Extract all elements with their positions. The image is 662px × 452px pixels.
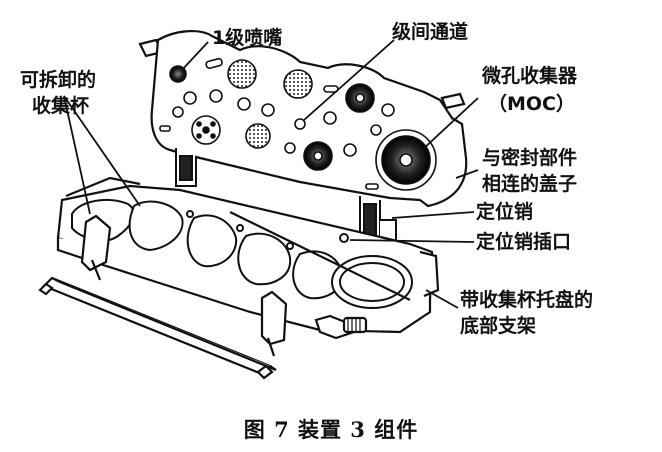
label-locating-pin: 定位销 bbox=[476, 201, 534, 223]
hole bbox=[370, 124, 382, 136]
screw-knob bbox=[342, 316, 368, 334]
hole bbox=[209, 89, 223, 103]
collection-cup bbox=[292, 250, 344, 300]
base-frame bbox=[38, 176, 440, 380]
label-locating-pin-socket: 定位销插口 bbox=[476, 231, 572, 253]
mesh-port bbox=[227, 59, 257, 89]
label-seal-cover-line1: 与密封部件 bbox=[482, 147, 578, 169]
interstage-channel-port bbox=[294, 118, 306, 130]
label-moc-line1: 微孔收集器 bbox=[482, 65, 578, 87]
collection-cup bbox=[237, 232, 292, 286]
hole bbox=[261, 103, 275, 117]
label-removable-cup-line2: 收集杯 bbox=[32, 95, 90, 117]
label-removable-cup-line1: 可拆卸的 bbox=[20, 69, 97, 91]
collection-cup bbox=[128, 200, 184, 252]
hole bbox=[183, 91, 197, 105]
label-base-support-line1: 带收集杯托盘的 bbox=[460, 289, 594, 311]
hole bbox=[284, 142, 296, 154]
figure-caption: 图 7 装置 3 组件 bbox=[243, 417, 419, 442]
hole bbox=[172, 106, 184, 118]
label-base-support-line2: 底部支架 bbox=[460, 315, 537, 337]
label-moc-line2: （MOC） bbox=[488, 93, 576, 115]
leader-lines bbox=[63, 39, 479, 309]
dark-port bbox=[355, 93, 365, 103]
locating-pins bbox=[175, 148, 397, 251]
locating-pin-socket bbox=[339, 233, 349, 243]
hole bbox=[323, 111, 337, 125]
mesh-port bbox=[283, 69, 313, 99]
hole bbox=[381, 103, 395, 117]
lid-holes bbox=[159, 57, 437, 191]
hole bbox=[343, 143, 357, 157]
slot bbox=[205, 57, 223, 70]
label-interstage-channel: 级间通道 bbox=[392, 21, 469, 43]
label-nozzle-stage1: 1级喷嘴 bbox=[212, 27, 283, 49]
mesh-port bbox=[245, 123, 271, 149]
collection-cup bbox=[186, 214, 238, 268]
hole bbox=[237, 97, 251, 111]
label-seal-cover-line2: 相连的盖子 bbox=[482, 173, 578, 195]
